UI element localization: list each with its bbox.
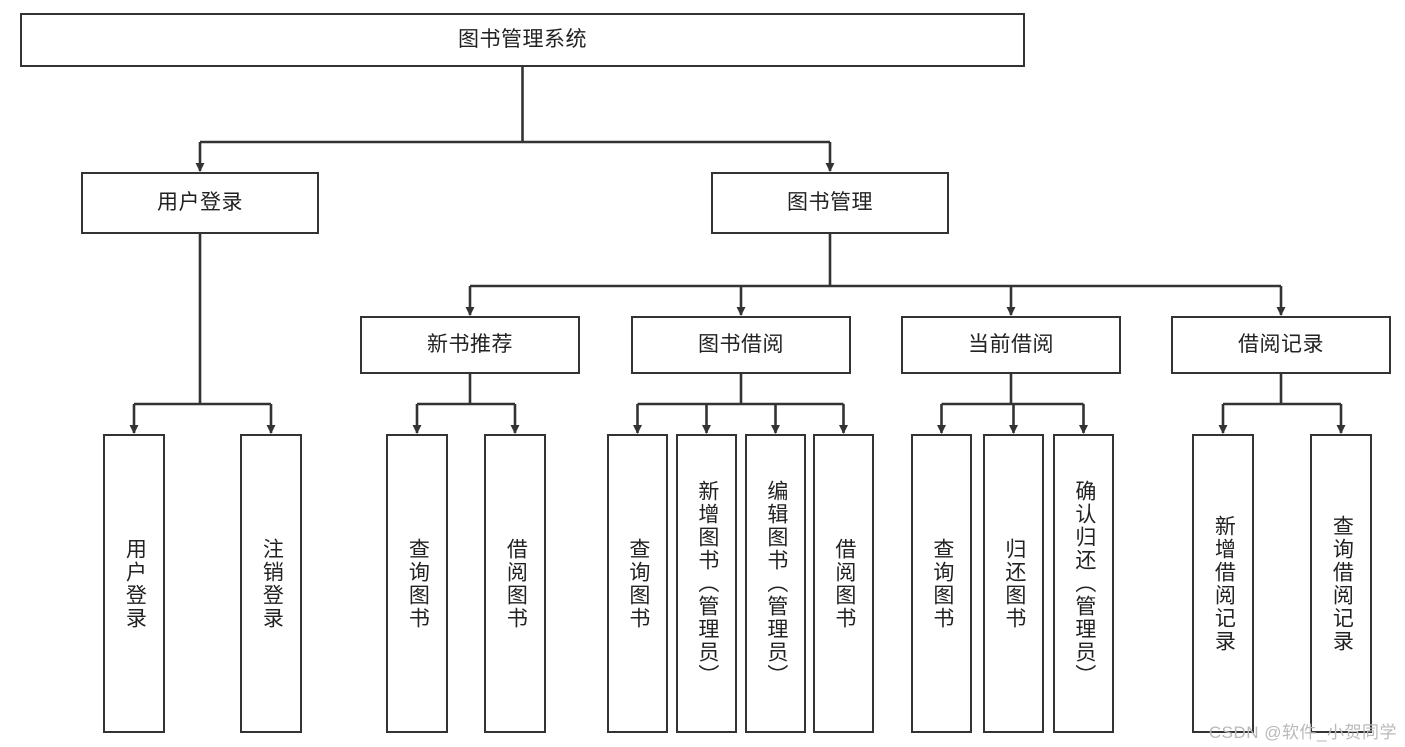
node-root[interactable]: 图书管理系统 [20,13,1025,67]
node-book_manage[interactable]: 图书管理 [711,172,949,234]
node-label: 新增借阅记录 [1212,514,1236,653]
node-label: 查询借阅记录 [1330,514,1354,653]
node-label: 借阅图书 [504,537,528,630]
node-borrow_record[interactable]: 借阅记录 [1171,316,1391,374]
node-label: 图书管理 [787,190,873,214]
node-label: 归还图书 [1002,537,1026,630]
node-label: 编辑图书（管理员） [764,480,788,687]
node-label: 当前借阅 [968,332,1054,356]
node-leaf_add_record[interactable]: 新增借阅记录 [1192,434,1254,733]
node-label: 用户登录 [123,537,147,630]
node-label: 新书推荐 [427,332,513,356]
node-user_login[interactable]: 用户登录 [81,172,319,234]
node-label: 用户登录 [157,190,243,214]
node-leaf_borrow_book_b[interactable]: 借阅图书 [813,434,874,733]
node-label: 确认归还（管理员） [1072,480,1096,687]
csdn-watermark: CSDN @软件_小贺同学 [1208,723,1397,742]
node-current_borrow[interactable]: 当前借阅 [901,316,1121,374]
node-new_book_rec[interactable]: 新书推荐 [360,316,580,374]
node-label: 借阅记录 [1238,332,1324,356]
node-label: 新增图书（管理员） [695,480,719,687]
node-label: 注销登录 [260,537,284,630]
node-leaf_user_login[interactable]: 用户登录 [103,434,165,733]
node-leaf_borrow_book_a[interactable]: 借阅图书 [484,434,546,733]
node-label: 借阅图书 [832,537,856,630]
node-label: 查询图书 [626,537,650,630]
node-book_borrow[interactable]: 图书借阅 [631,316,851,374]
node-leaf_add_book[interactable]: 新增图书（管理员） [676,434,737,733]
node-leaf_confirm_return[interactable]: 确认归还（管理员） [1053,434,1114,733]
node-leaf_query_book_a[interactable]: 查询图书 [386,434,448,733]
node-leaf_query_record[interactable]: 查询借阅记录 [1310,434,1372,733]
node-leaf_edit_book[interactable]: 编辑图书（管理员） [745,434,806,733]
node-label: 图书管理系统 [458,27,587,51]
node-leaf_return_book[interactable]: 归还图书 [983,434,1044,733]
node-leaf_query_book_b[interactable]: 查询图书 [607,434,668,733]
node-label: 查询图书 [406,537,430,630]
node-label: 图书借阅 [698,332,784,356]
node-leaf_user_logout[interactable]: 注销登录 [240,434,302,733]
node-leaf_query_book_c[interactable]: 查询图书 [911,434,972,733]
node-label: 查询图书 [930,537,954,630]
